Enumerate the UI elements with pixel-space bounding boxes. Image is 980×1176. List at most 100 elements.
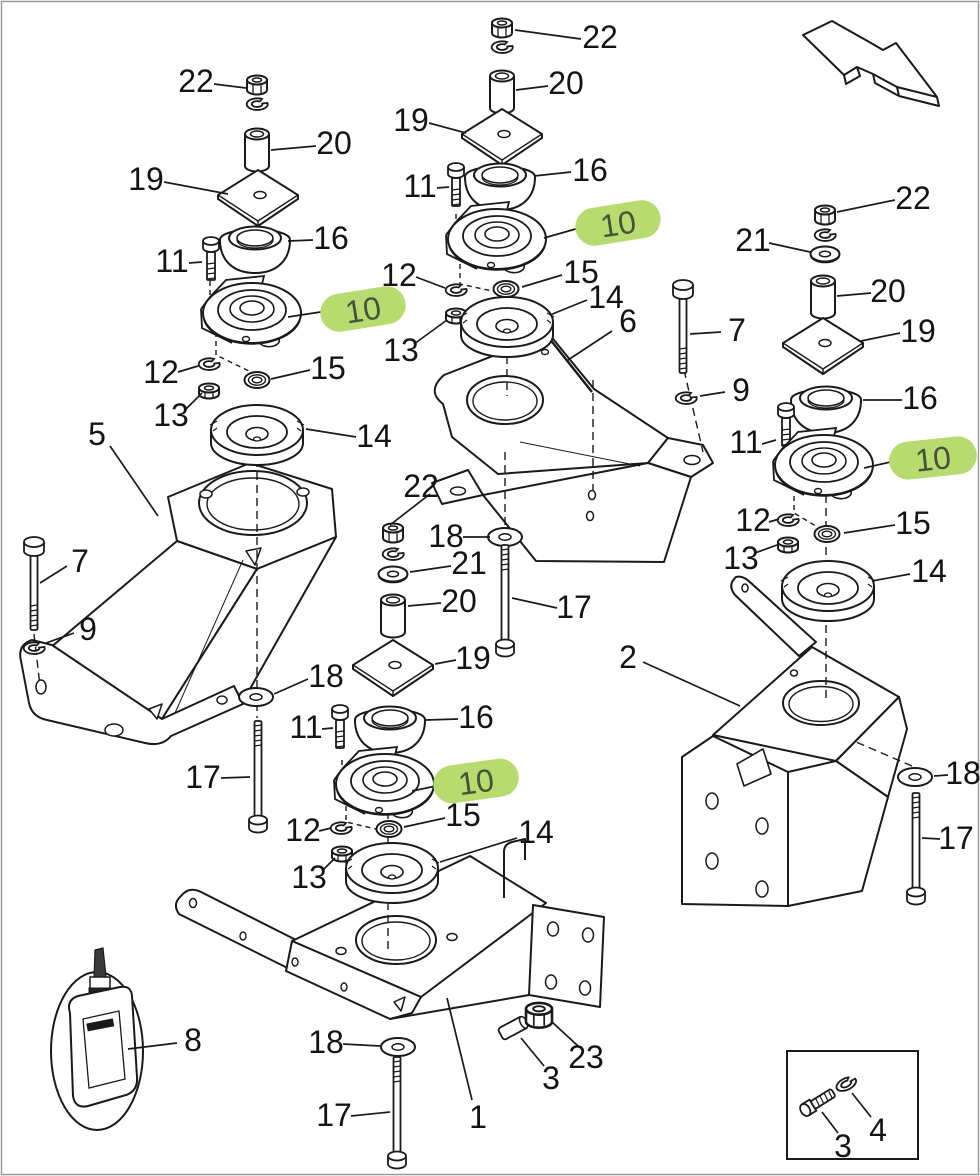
highlight-pill-shape[interactable] — [573, 198, 664, 249]
callout-7: 7 — [71, 543, 89, 579]
callout-10-highlighted[interactable]: 10 — [456, 762, 496, 803]
part-14-cup — [780, 560, 876, 622]
part-12-lock-washer — [444, 283, 468, 297]
callout-11: 11 — [729, 424, 762, 460]
part-20-spacer — [244, 127, 270, 173]
part-11-bolt — [202, 236, 220, 281]
callout-16: 16 — [313, 220, 349, 256]
part-20-spacer — [810, 274, 836, 320]
part-14-cup — [459, 296, 555, 358]
highlight-pill-10-right[interactable]: 10 — [887, 435, 978, 482]
part-16-isolator — [790, 385, 862, 434]
part-20-spacer — [489, 69, 515, 115]
callout-11: 11 — [289, 709, 322, 745]
callout-6: 6 — [619, 303, 637, 339]
highlight-pill-10-middle-bottom[interactable]: 10 — [431, 756, 521, 806]
part-11-bolt — [331, 704, 349, 749]
part-6-mount-bracket — [431, 333, 714, 563]
part-23-nut — [524, 1001, 554, 1029]
part-19-plate — [782, 317, 864, 375]
callout-10-highlighted[interactable]: 10 — [343, 289, 384, 330]
callout-15: 15 — [445, 797, 481, 833]
part-3-pin — [496, 1014, 531, 1042]
part-20-spacer — [380, 593, 406, 639]
part-21-washer — [809, 245, 841, 264]
part-18-washer — [487, 527, 523, 547]
callout-3: 3 — [542, 1060, 560, 1096]
highlight-pill-shape[interactable] — [318, 284, 409, 335]
highlight-pill-10-middle-top[interactable]: 10 — [573, 198, 664, 249]
callout-10-highlighted[interactable]: 10 — [914, 439, 953, 479]
callout-18: 18 — [308, 1024, 344, 1060]
highlight-pill-10-left[interactable]: 10 — [318, 284, 409, 335]
callout-17: 17 — [185, 759, 221, 795]
callout-20: 20 — [441, 583, 477, 619]
callout-14: 14 — [588, 279, 624, 315]
callout-17: 17 — [316, 1097, 352, 1133]
callout-13: 13 — [723, 540, 759, 576]
callout-11: 11 — [403, 168, 436, 204]
callout-19: 19 — [393, 102, 429, 138]
part-8-sealant-bottle — [50, 947, 144, 1131]
callout-19: 19 — [455, 640, 491, 676]
part-15-washer — [375, 820, 403, 838]
part-10-mount — [333, 746, 435, 819]
callout-18: 18 — [945, 755, 980, 791]
callout-10-highlighted[interactable]: 10 — [598, 203, 639, 244]
callout-13: 13 — [153, 397, 189, 433]
part-14-cup — [209, 404, 305, 466]
callout-13: 13 — [383, 332, 419, 368]
highlight-pill-shape[interactable] — [431, 756, 521, 806]
callout-15: 15 — [895, 505, 931, 541]
part-21-washer — [377, 565, 409, 584]
callout-17: 17 — [938, 820, 974, 856]
part-17-bolt — [248, 720, 268, 834]
callout-20: 20 — [548, 65, 584, 101]
callout-2: 2 — [619, 639, 637, 675]
lock-washer-under-nut — [813, 228, 837, 242]
part-13-nut — [198, 382, 220, 400]
callout-20: 20 — [316, 125, 352, 161]
part-7-bolt — [23, 536, 45, 631]
lock-washer-under-nut — [490, 40, 514, 54]
callout-9: 9 — [732, 372, 750, 408]
callout-3: 3 — [834, 1128, 852, 1164]
part-18-washer — [380, 1037, 416, 1057]
part-9-lock-washer — [674, 391, 698, 405]
callout-21: 21 — [735, 222, 771, 258]
part-17-bolt — [495, 544, 515, 658]
callout-labels: 22 20 19 16 11 12 15 13 14 5 7 9 18 17 2… — [71, 19, 980, 1164]
part-22-hex-nut — [814, 204, 836, 226]
callout-1: 1 — [469, 1099, 487, 1135]
callout-7: 7 — [728, 312, 746, 348]
callout-22: 22 — [895, 180, 931, 216]
part-15-washer — [492, 280, 520, 298]
highlight-pill-shape[interactable] — [887, 435, 978, 482]
middle-bottom-mount-stack — [329, 704, 440, 904]
callout-16: 16 — [902, 380, 938, 416]
callout-leader-lines — [39, 29, 949, 1134]
part-1-mount-bracket — [175, 838, 605, 1020]
bottle-body — [68, 985, 139, 1108]
part-19-plate — [461, 108, 543, 166]
part-10-mount — [445, 201, 547, 274]
callout-11: 11 — [155, 243, 188, 279]
part-22-hex-nut — [491, 17, 513, 39]
callout-4: 4 — [869, 1112, 887, 1148]
callout-22: 22 — [403, 468, 439, 504]
callout-9: 9 — [79, 611, 97, 647]
part-17-bolt — [906, 792, 926, 906]
bottle-label-smudge — [86, 1018, 115, 1032]
callout-12: 12 — [735, 502, 771, 538]
callout-17: 17 — [556, 589, 592, 625]
callout-19: 19 — [128, 161, 164, 197]
callout-14: 14 — [356, 418, 392, 454]
part-12-lock-washer — [197, 357, 221, 371]
part-15-washer — [813, 525, 841, 543]
part-5-mount-bracket — [19, 462, 337, 746]
callout-23: 23 — [568, 1039, 604, 1075]
callout-16: 16 — [572, 152, 608, 188]
callout-21: 21 — [451, 545, 487, 581]
bottle-collar — [89, 976, 111, 990]
